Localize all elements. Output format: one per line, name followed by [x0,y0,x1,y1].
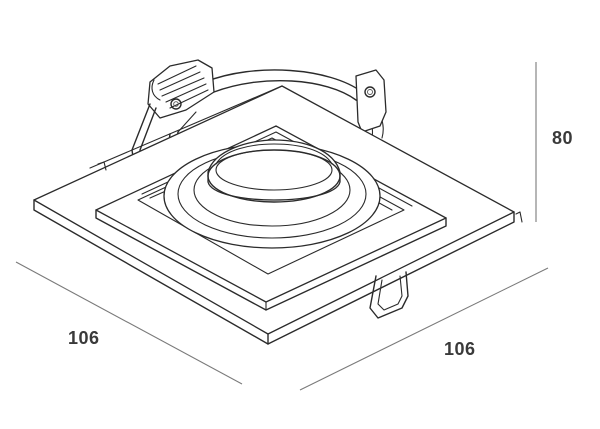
right-width-dimension-label: 106 [444,339,476,359]
trim-side-tabs [97,161,523,223]
dimension-lines [15,62,549,391]
left-width-dimension-line [15,261,243,385]
right-mounting-tab [355,69,387,133]
left-spring [147,59,215,119]
lamp-holder [163,139,381,249]
front-wire-clip [369,271,409,319]
height-dimension-label: 80 [552,128,574,148]
right-width-dimension-line [299,267,549,391]
left-width-dimension-label: 106 [68,328,100,348]
